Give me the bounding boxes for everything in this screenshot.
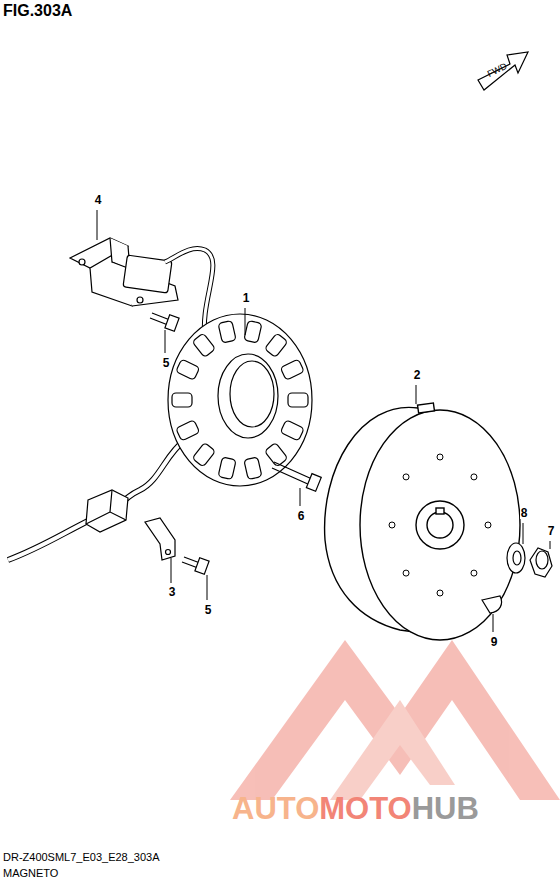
coil-winding <box>192 333 215 357</box>
wire-lead <box>8 520 90 560</box>
coil-winding <box>280 420 304 441</box>
watermark-logo <box>230 640 560 800</box>
coupler <box>86 490 128 532</box>
callout-number: 8 <box>520 507 529 519</box>
wire-clamp <box>145 518 175 560</box>
woodruff-key <box>482 596 502 613</box>
rotor-hole <box>403 474 409 480</box>
callout-number: 1 <box>242 292 251 304</box>
wire-lead <box>8 520 90 560</box>
rotor-hole <box>389 522 395 528</box>
rotor-flywheel <box>325 403 520 640</box>
watermark: AUTO <box>232 793 319 824</box>
wire-bracket <box>70 238 178 306</box>
coil-winding <box>244 320 262 343</box>
callout-number: 5 <box>162 357 171 369</box>
callout-number: 3 <box>168 586 177 598</box>
callout-number: 5 <box>204 604 213 616</box>
leader-line <box>97 210 550 632</box>
rotor-hole <box>437 454 443 460</box>
rotor-hole <box>437 590 443 596</box>
callout-number: 6 <box>297 510 306 522</box>
rotor-hole <box>471 570 477 576</box>
coil-winding <box>176 420 200 441</box>
stator-bore <box>218 354 278 438</box>
washer <box>507 543 525 573</box>
coil-winding <box>192 443 215 467</box>
callout-number: 4 <box>94 194 103 206</box>
coil-winding <box>172 393 192 407</box>
coil-winding <box>264 333 287 357</box>
callout-number: 2 <box>413 369 422 381</box>
coil-winding <box>288 393 308 407</box>
drawing-code: DR-Z400SML7_E03_E28_303A <box>3 852 160 863</box>
coil-winding <box>280 359 304 380</box>
watermark: MOTO <box>319 793 411 824</box>
section-name: MAGNETO <box>3 868 58 879</box>
rotor-holes <box>389 454 491 596</box>
coil-winding <box>244 457 262 480</box>
rotor-hole <box>403 570 409 576</box>
coil-winding <box>218 320 236 343</box>
rotor-hole <box>485 522 491 528</box>
rotor-hole <box>471 474 477 480</box>
callout-number: 9 <box>490 636 499 648</box>
bolt <box>150 313 321 574</box>
figure-title: FIG.303A <box>3 3 72 19</box>
coil-winding <box>218 457 236 480</box>
coil-winding <box>176 359 200 380</box>
nut <box>530 548 552 577</box>
stator-coil <box>168 314 312 486</box>
watermark: HUB <box>412 793 479 824</box>
callout-number: 7 <box>547 525 556 537</box>
forward-arrow <box>478 52 528 90</box>
